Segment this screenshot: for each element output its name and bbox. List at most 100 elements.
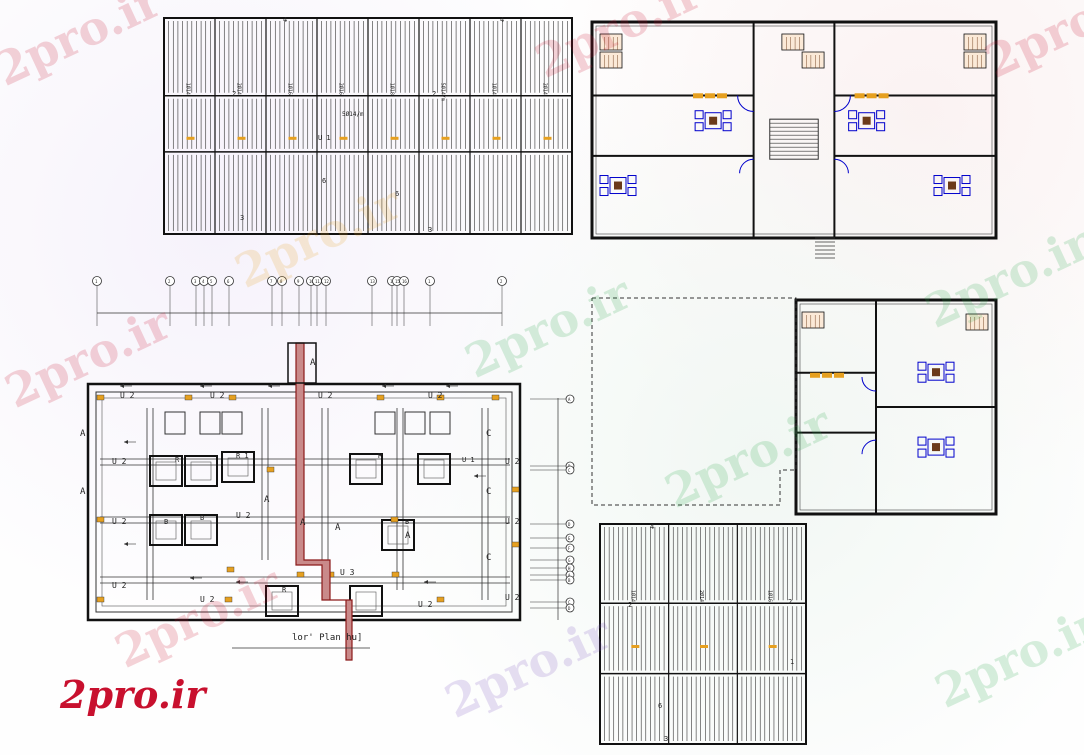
dashed-boundary bbox=[591, 297, 797, 506]
row-axis-column: ABCDEFGHABCD bbox=[530, 394, 575, 620]
rug-icon bbox=[862, 116, 871, 125]
small-pad bbox=[429, 411, 451, 435]
chair-icon bbox=[933, 187, 943, 197]
chair-icon bbox=[876, 110, 886, 120]
arrow-icon bbox=[382, 384, 386, 388]
axis-ref: A bbox=[80, 429, 86, 439]
column-marker bbox=[376, 394, 385, 401]
foundation-label: U 2 bbox=[236, 511, 251, 520]
counter bbox=[705, 93, 715, 99]
rug-icon bbox=[948, 181, 956, 190]
arrow-icon bbox=[268, 384, 272, 388]
foundation-label: U 2 bbox=[505, 457, 520, 466]
span-number: 3 bbox=[240, 214, 244, 222]
axis-ref: A bbox=[300, 518, 306, 528]
interior-wall-line bbox=[595, 25, 993, 235]
joist-label: 1Ø16 bbox=[287, 83, 294, 95]
floor-plan-top bbox=[590, 20, 998, 240]
small-pad bbox=[374, 411, 396, 435]
rug-icon bbox=[932, 368, 940, 377]
foundation-label: U 2 bbox=[112, 517, 127, 526]
axis-bubble bbox=[267, 276, 277, 286]
beam-tag bbox=[288, 136, 297, 140]
rug-icon bbox=[932, 443, 940, 452]
axis-label: 1 bbox=[95, 279, 98, 284]
chair-icon bbox=[945, 448, 955, 458]
footing-pad bbox=[265, 585, 299, 617]
joist-label: 5Ø14/m bbox=[440, 83, 447, 101]
joist-label: 1Ø14 bbox=[629, 590, 636, 602]
column-marker bbox=[96, 516, 105, 523]
footing-pad bbox=[149, 514, 183, 546]
stair bbox=[769, 118, 819, 160]
footing-pad-inner bbox=[355, 459, 377, 479]
axis-ref: A bbox=[405, 531, 411, 541]
column-marker bbox=[184, 394, 193, 401]
foundation-label: R bbox=[175, 456, 180, 464]
axis-bubble bbox=[294, 276, 304, 286]
span-number: 6 bbox=[322, 177, 326, 185]
axis-label: H bbox=[568, 566, 571, 571]
footing-pad-inner bbox=[155, 461, 177, 481]
axis-ref: C bbox=[486, 553, 491, 563]
counter bbox=[878, 93, 889, 99]
axis-label: 7 bbox=[270, 279, 273, 284]
small-pad bbox=[164, 411, 186, 435]
chair-icon bbox=[876, 122, 886, 132]
foundation-label: B bbox=[164, 518, 168, 526]
arrow-icon bbox=[446, 384, 450, 388]
chair-icon bbox=[627, 187, 637, 197]
axis-label: 8 bbox=[280, 279, 283, 284]
span-number: 6 bbox=[395, 190, 399, 198]
beam-tag bbox=[492, 136, 501, 140]
counter bbox=[854, 93, 865, 99]
footing-pad-inner bbox=[190, 461, 212, 481]
small-pad bbox=[199, 411, 221, 435]
axis-label: D bbox=[568, 522, 571, 527]
table-icon bbox=[943, 177, 961, 195]
axis-label: 6 bbox=[227, 279, 230, 284]
joist-label: 2Ø14 bbox=[542, 83, 549, 95]
door-swing bbox=[737, 95, 754, 112]
beam-tag bbox=[339, 136, 348, 140]
footing-pad-inner bbox=[387, 525, 409, 545]
counter bbox=[810, 372, 820, 378]
footing-pad-inner bbox=[155, 520, 177, 540]
door-swing bbox=[861, 439, 877, 455]
foundation-label: U 2 bbox=[505, 517, 520, 526]
counter bbox=[834, 372, 844, 378]
axis-bubble bbox=[165, 276, 175, 286]
joist-label: 2Ø14 bbox=[236, 83, 243, 95]
joist-label: 5Ø14/m bbox=[342, 111, 364, 118]
chair-icon bbox=[722, 110, 732, 120]
axis-label: F bbox=[568, 546, 571, 551]
axis-label: 2 bbox=[500, 279, 503, 284]
footing-pad bbox=[417, 453, 451, 485]
foundation-label: R bbox=[282, 586, 287, 594]
small-pad bbox=[221, 411, 243, 435]
foundation-label: U 2 bbox=[318, 391, 333, 400]
bed-icon bbox=[599, 33, 623, 51]
chair-icon bbox=[945, 373, 955, 383]
chair-icon bbox=[694, 122, 704, 132]
chair-icon bbox=[917, 373, 927, 383]
foundation-label: U 1 bbox=[462, 456, 475, 464]
chair-icon bbox=[694, 110, 704, 120]
axis-label: 13 bbox=[370, 279, 375, 284]
column-marker bbox=[436, 596, 445, 603]
beam-tag bbox=[543, 136, 552, 140]
axis-label: B bbox=[568, 578, 571, 583]
bed-icon bbox=[781, 33, 805, 51]
span-number: 6 bbox=[658, 702, 662, 710]
shaft-top bbox=[287, 342, 317, 384]
beam-tag bbox=[631, 645, 640, 648]
axis-bubble bbox=[321, 276, 331, 286]
foundation-label: U 2 bbox=[210, 391, 225, 400]
chair-icon bbox=[945, 436, 955, 446]
beam-tag bbox=[390, 136, 399, 140]
column-marker bbox=[390, 516, 399, 523]
foundation-label: U 1 bbox=[318, 134, 331, 142]
